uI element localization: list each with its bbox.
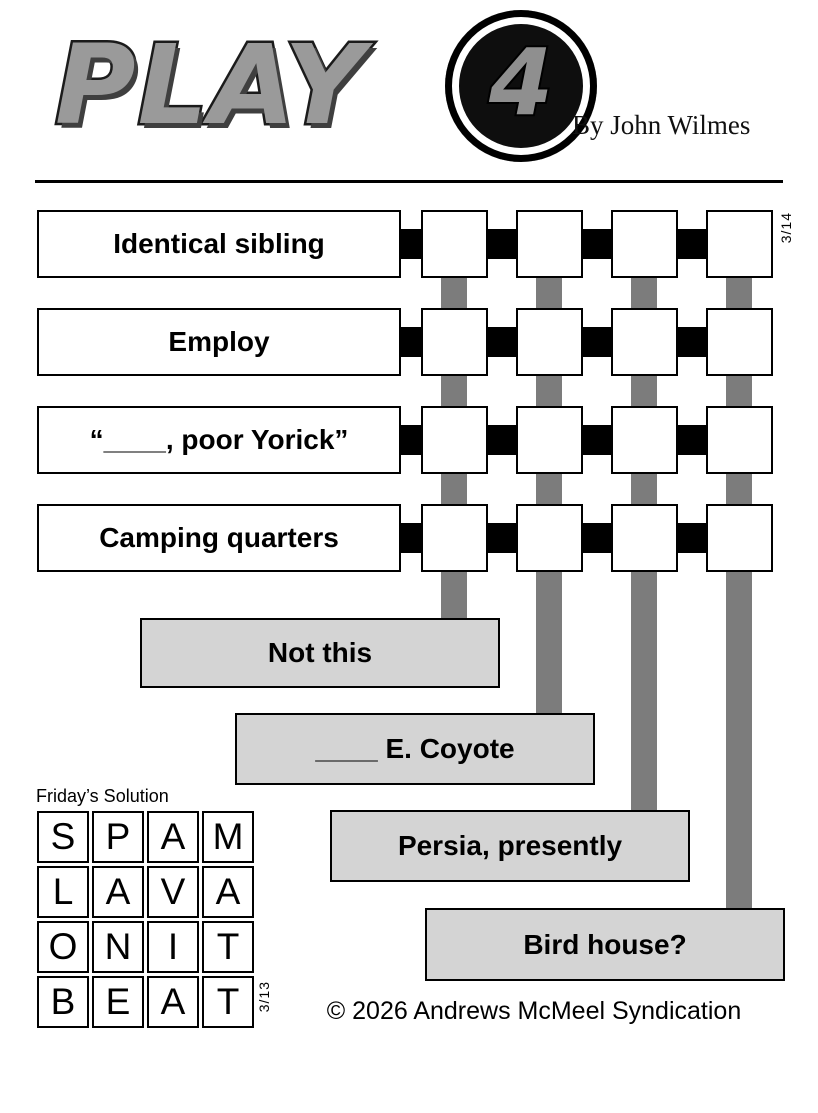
logo-word: PLAY — [53, 21, 367, 149]
copyright: © 2026 Andrews McMeel Syndication — [326, 997, 742, 1025]
answer-cell-r4c3[interactable] — [611, 504, 678, 572]
across-clue-2-label: Employ — [168, 326, 270, 357]
answer-cell-r2c4[interactable] — [706, 308, 773, 376]
solution-cell-r2c3: V — [147, 866, 199, 918]
solution-cell-r2c1: L — [37, 866, 89, 918]
answer-cell-r4c1[interactable] — [421, 504, 488, 572]
answer-cell-r2c1[interactable] — [421, 308, 488, 376]
byline: By John Wilmes — [572, 110, 751, 140]
logo-number: 4 — [487, 27, 555, 138]
logo-circle: 4 — [445, 10, 597, 162]
answer-cell-r3c1[interactable] — [421, 406, 488, 474]
across-clue-1-label: Identical sibling — [113, 228, 325, 259]
solution-cell-r2c2: A — [92, 866, 144, 918]
solution-cell-r4c1: B — [37, 976, 89, 1028]
answer-cell-r1c4[interactable] — [706, 210, 773, 278]
down-clue-4-label: Bird house? — [523, 928, 687, 960]
solution-cell-r1c1: S — [37, 811, 89, 863]
solution-title: Friday’s Solution — [36, 786, 169, 806]
solution-cell-r3c2: N — [92, 921, 144, 973]
divider-rule — [35, 180, 783, 183]
down-clue-1-label: Not this — [267, 637, 373, 668]
solution-cell-r4c2: E — [92, 976, 144, 1028]
across-clue-1: Identical sibling — [37, 210, 401, 278]
solution-cell-r1c4: M — [202, 811, 254, 863]
down-clue-2-label: ____ E. Coyote — [315, 733, 515, 764]
down-clue-1: Not this — [140, 618, 500, 688]
answer-cell-r3c3[interactable] — [611, 406, 678, 474]
down-clue-3-label: Persia, presently — [397, 830, 623, 861]
answer-cell-r2c3[interactable] — [611, 308, 678, 376]
solution-cell-r1c2: P — [92, 811, 144, 863]
answer-cell-r4c2[interactable] — [516, 504, 583, 572]
across-clue-2: Employ — [37, 308, 401, 376]
solution-cell-r4c3: A — [147, 976, 199, 1028]
down-clue-2: ____ E. Coyote — [235, 713, 595, 785]
solution-cell-r2c4: A — [202, 866, 254, 918]
across-clue-3-label: “____, poor Yorick” — [89, 424, 349, 455]
across-clue-3: “____, poor Yorick” — [37, 406, 401, 474]
across-clue-4-label: Camping quarters — [99, 522, 339, 553]
across-clue-4: Camping quarters — [37, 504, 401, 572]
answer-cell-r4c4[interactable] — [706, 504, 773, 572]
solution-grid: S P A M L A V A O N I T B E A T — [37, 811, 254, 1028]
solution-cell-r3c1: O — [37, 921, 89, 973]
solution-cell-r3c4: T — [202, 921, 254, 973]
play4-logo: PLAY 4 — [53, 8, 597, 166]
down-clue-4: Bird house? — [425, 908, 785, 981]
solution-date: 3/13 — [256, 981, 272, 1013]
solution-cell-r3c3: I — [147, 921, 199, 973]
answer-cell-r1c2[interactable] — [516, 210, 583, 278]
solution-cell-r1c3: A — [147, 811, 199, 863]
solution-cell-r4c4: T — [202, 976, 254, 1028]
answer-cell-r1c3[interactable] — [611, 210, 678, 278]
answer-cell-r2c2[interactable] — [516, 308, 583, 376]
down-clue-3: Persia, presently — [330, 810, 690, 882]
puzzle-date: 3/14 — [778, 212, 794, 244]
answer-cell-r1c1[interactable] — [421, 210, 488, 278]
answer-cell-r3c2[interactable] — [516, 406, 583, 474]
answer-cell-r3c4[interactable] — [706, 406, 773, 474]
